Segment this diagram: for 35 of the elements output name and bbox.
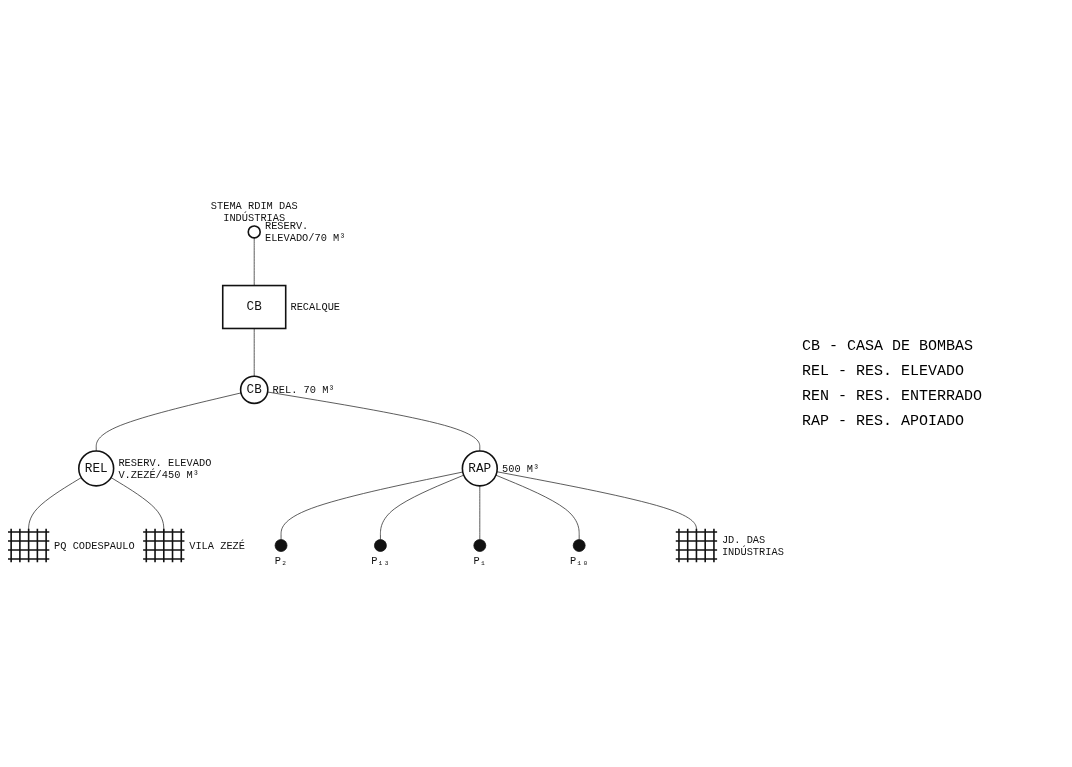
key-entry: RAP - RES. APOIADO [802, 412, 966, 430]
connector-line [479, 485, 481, 540]
node-caption: P₂ [274, 554, 288, 567]
district-grid-icon [142, 527, 186, 563]
connector-line [380, 474, 465, 540]
reservoir-circle: CB [239, 374, 269, 404]
reservoir-circle: RAP [461, 449, 498, 487]
node-caption: RESERV. ELEVADO V.ZEZÉ/450 M³ [118, 456, 212, 481]
node-caption: JD. DAS INDÚSTRIAS [721, 533, 784, 558]
point-dot [572, 538, 586, 552]
node-caption: REL. 70 M³ [272, 383, 335, 396]
node-caption: RECALQUE [290, 300, 341, 313]
node-caption: P₁₀ [569, 554, 589, 567]
node-caption: RESERV. ELEVADO/70 M³ [264, 220, 346, 244]
district-grid-icon [7, 527, 51, 563]
reservoir-circle: REL [78, 449, 115, 487]
point-dot [374, 538, 387, 552]
connector-line [253, 327, 255, 377]
node-caption: VILA ZEZÉ [189, 539, 245, 552]
key-entry: REL - RES. ELEVADO [802, 362, 966, 380]
district-grid-icon [675, 527, 718, 563]
connector-line [495, 474, 580, 540]
pump-house-box: CB [221, 284, 287, 329]
connector-line [253, 237, 255, 286]
key-entry: REN - RES. ENTERRADO [802, 387, 984, 405]
connector-line [267, 391, 481, 451]
node-caption: PQ CODESPAULO [54, 539, 135, 552]
node-caption: 500 M³ [502, 462, 540, 475]
key-entry: CB - CASA DE BOMBAS [802, 337, 975, 355]
connector-line [95, 392, 242, 451]
node-caption: P₁ [473, 554, 486, 567]
point-dot [274, 538, 288, 552]
node-caption: P₁₃ [371, 554, 390, 567]
point-dot [473, 538, 487, 552]
reservoir-circle [247, 224, 261, 239]
